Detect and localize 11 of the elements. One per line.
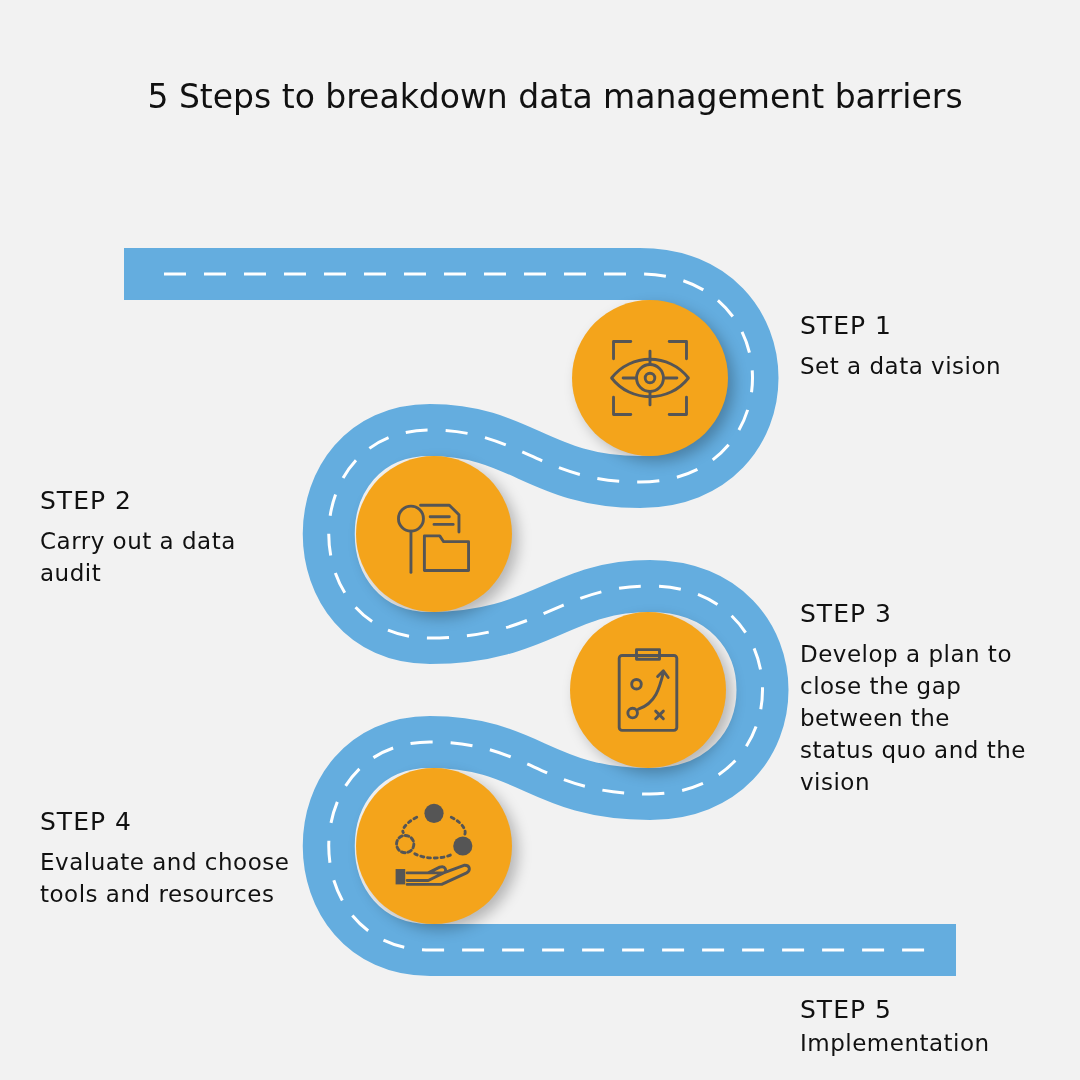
step-heading: STEP 4: [40, 806, 133, 838]
step-heading: STEP 2: [40, 485, 133, 517]
step-heading: STEP 5: [800, 994, 892, 1026]
title: 5 Steps to breakdown data management barriers: [146, 76, 964, 118]
step-description: Set a data vision: [800, 352, 1003, 381]
step-description: Implementation: [800, 1029, 990, 1058]
step-heading: STEP 1: [800, 310, 893, 342]
step-description: Evaluate and choose tools and resources: [40, 848, 290, 909]
step-heading: STEP 3: [800, 598, 893, 630]
step-description: Develop a plan to close the gap between the status quo and the vision: [800, 640, 1027, 797]
step-description: Carry out a data audit: [40, 527, 237, 588]
